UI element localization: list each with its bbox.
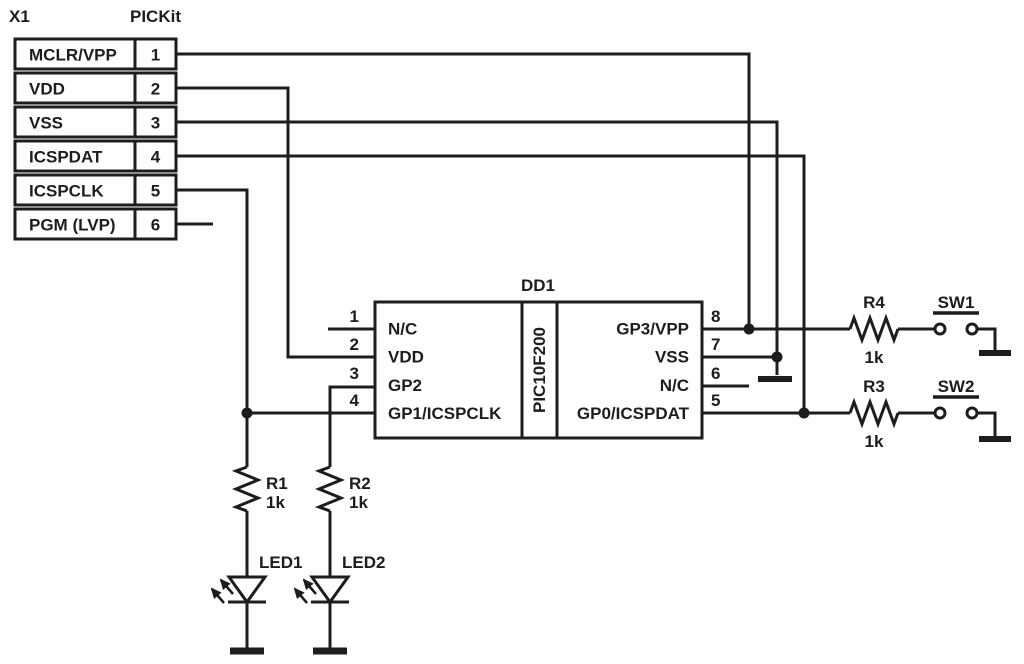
pin-number: 4: [151, 148, 161, 167]
led-triangle: [309, 575, 351, 605]
ic-pin-label: VSS: [655, 348, 689, 367]
pin-number: 5: [151, 182, 160, 201]
switch-contact: [965, 322, 979, 336]
ic-pin-label: N/C: [660, 376, 689, 395]
wire-vdd-to-ic: [176, 86, 375, 359]
connector-ref-label: X1: [9, 7, 30, 26]
switch-ref-label: SW2: [938, 377, 975, 396]
ic-ref-label: DD1: [521, 276, 555, 295]
wire-mclr-vpp-to-gp3: [176, 52, 751, 329]
ic-pin-label: N/C: [388, 320, 417, 339]
ic-pin-label: GP1/ICSPCLK: [388, 404, 502, 423]
junction-dot: [743, 323, 755, 335]
ground-symbols: [230, 350, 1011, 655]
wire-sw2-to-ground: [977, 411, 997, 436]
resistor-ref-label: R4: [863, 293, 885, 312]
wire-gp2-to-r2: [328, 385, 375, 467]
resistor-r3: R3 1k: [848, 377, 900, 451]
ic-pin-label: GP2: [388, 376, 422, 395]
pin-label: ICSPCLK: [29, 182, 104, 201]
wire-icspclk-to-gp1: [176, 188, 249, 467]
led-emission-arrow: [219, 578, 234, 595]
wire-sw1-to-ground: [977, 327, 997, 350]
pin-row-box: [13, 37, 178, 71]
switch-sw1: SW1: [933, 293, 979, 336]
switch-contact: [933, 406, 947, 420]
pin-label: VDD: [29, 80, 65, 99]
led-emission-arrow: [210, 587, 225, 604]
connector-pin-row: ICSPCLK 5: [13, 173, 178, 207]
pin-label: VSS: [29, 114, 63, 133]
resistor-ref-label: R2: [349, 474, 371, 493]
ic-pin-number: 6: [711, 364, 720, 383]
pin-label: PGM (LVP): [29, 216, 116, 235]
switch-contact: [933, 322, 947, 336]
resistor-zigzag: [848, 313, 900, 345]
connector-pin-row: MCLR/VPP 1: [13, 37, 178, 71]
ic-pin-number: 2: [350, 335, 359, 354]
resistor-ref-label: R1: [266, 474, 288, 493]
junction-dot: [241, 407, 253, 419]
led-emission-arrow: [302, 578, 317, 595]
ic-pin-number: 4: [350, 391, 360, 410]
resistor-value-label: 1k: [865, 348, 884, 367]
pin-number: 3: [151, 114, 160, 133]
led2-symbol: LED2: [293, 553, 385, 605]
junction-dot: [771, 351, 783, 363]
pin-number: 1: [151, 46, 160, 65]
resistor-zigzag: [314, 465, 345, 513]
switch-sw2: SW2: [933, 377, 979, 420]
resistor-value-label: 1k: [266, 493, 285, 512]
wire-vss-to-ic: [176, 120, 779, 357]
led-ref-label: LED2: [342, 553, 385, 572]
resistor-zigzag: [231, 465, 262, 513]
junction-dot: [798, 407, 810, 419]
resistor-value-label: 1k: [865, 432, 884, 451]
ic-pin-number: 7: [711, 335, 720, 354]
led-ref-label: LED1: [259, 553, 302, 572]
led-triangle: [226, 575, 268, 605]
resistor-r2: R2 1k: [314, 465, 371, 513]
ic-pin-number: 5: [711, 391, 720, 410]
ic-part-label: PIC10F200: [530, 327, 549, 413]
resistor-zigzag: [848, 397, 900, 429]
led1-symbol: LED1: [210, 553, 302, 605]
connector-x1: X1 PICKit MCLR/VPP 1 VDD 2 VSS 3 ICSPDAT…: [9, 7, 181, 241]
wire-icspdat-to-gp0: [176, 154, 806, 413]
wiring: [176, 52, 997, 648]
ic-pin-label: VDD: [388, 348, 424, 367]
led-emission-arrow: [293, 587, 308, 604]
pin-number: 2: [151, 80, 160, 99]
pin-label: MCLR/VPP: [29, 46, 117, 65]
switch-contact: [965, 406, 979, 420]
pin-label: ICSPDAT: [29, 148, 103, 167]
pin-row-box: [13, 105, 178, 139]
connector-heading-label: PICKit: [130, 7, 181, 26]
ic-body: [373, 300, 704, 440]
connector-pin-row: VDD 2: [13, 71, 178, 105]
resistor-ref-label: R3: [863, 377, 885, 396]
resistor-r4: R4 1k: [848, 293, 900, 367]
resistor-value-label: 1k: [349, 493, 368, 512]
switch-ref-label: SW1: [938, 293, 975, 312]
ic-pin-number: 1: [350, 307, 359, 326]
resistor-r1: R1 1k: [231, 465, 288, 513]
pin-row-box: [13, 139, 178, 173]
connector-pin-row: PGM (LVP) 6: [13, 207, 178, 241]
ic-pin-number: 8: [711, 307, 720, 326]
ic-pin-label: GP0/ICSPDAT: [577, 404, 690, 423]
connector-pin-row: ICSPDAT 4: [13, 139, 178, 173]
ic-dd1: DD1 PIC10F200 1 2 3 4 N/C VDD GP2 GP1/IC…: [350, 276, 720, 440]
pin-number: 6: [151, 216, 160, 235]
ic-pin-number: 3: [350, 364, 359, 383]
connector-pin-row: VSS 3: [13, 105, 178, 139]
ic-pin-label: GP3/VPP: [616, 320, 689, 339]
